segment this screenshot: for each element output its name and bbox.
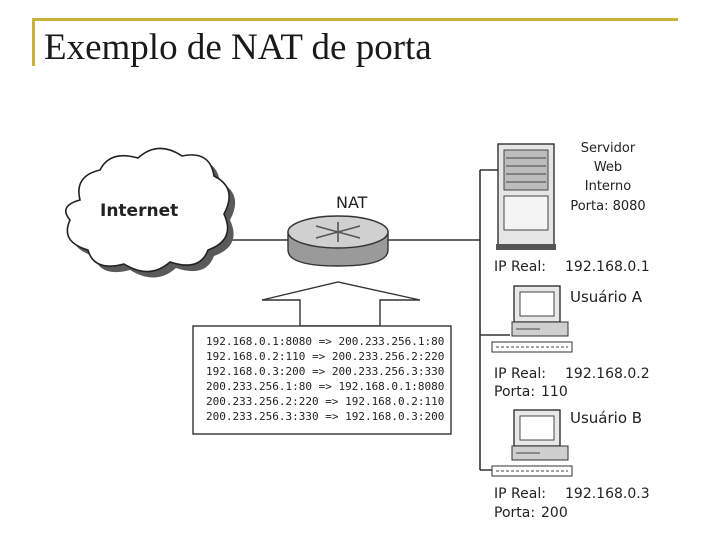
title-rule-left [32,18,35,66]
nat-router-icon: NAT [287,193,389,267]
internet-cloud: Internet [64,147,236,278]
user-a-ip-value: 192.168.0.2 [565,366,650,382]
server-ip-label: IP Real: [494,259,546,275]
user-b-ip-label: IP Real: [494,486,546,502]
user-a-port-label: Porta: [494,384,535,400]
user-a-computer-icon [491,285,573,353]
nat-table-callout [261,281,421,327]
nat-row-5: 200.233.256.2:220 => 192.168.0.2:110 [206,395,444,408]
slide-title: Exemplo de NAT de porta [44,27,432,68]
nat-row-6: 200.233.256.3:330 => 192.168.0.3:200 [206,410,444,423]
svg-text:Web: Web [594,160,622,175]
nat-row-1: 192.168.0.1:8080 => 200.233.256.1:80 [206,335,444,348]
nat-row-4: 200.233.256.1:80 => 192.168.0.1:8080 [206,380,444,393]
server-tower-icon [496,143,556,250]
user-b-port-label: Porta: [494,505,535,521]
user-a-port-value: 110 [541,384,568,400]
nat-label: NAT [336,193,368,212]
svg-text:Interno: Interno [585,179,632,194]
user-a-name: Usuário A [570,288,643,306]
svg-text:Porta: 8080: Porta: 8080 [570,199,645,214]
user-a-ip-label: IP Real: [494,366,546,382]
server-ip-value: 192.168.0.1 [565,259,650,275]
network-links [225,169,510,471]
user-b-name: Usuário B [570,409,642,427]
svg-text:Servidor: Servidor [581,141,636,156]
internet-label: Internet [100,201,178,221]
title-rule-top [32,18,678,21]
user-b-computer-icon [491,409,573,477]
nat-row-2: 192.168.0.2:110 => 200.233.256.2:220 [206,350,444,363]
user-b-ip-value: 192.168.0.3 [565,486,650,502]
nat-row-3: 192.168.0.3:200 => 200.233.256.3:330 [206,365,444,378]
user-b-port-value: 200 [541,505,568,521]
nat-table: 192.168.0.1:8080 => 200.233.256.1:80 192… [192,325,452,435]
server-caption: Servidor Web Interno Porta: 8080 [570,141,645,214]
